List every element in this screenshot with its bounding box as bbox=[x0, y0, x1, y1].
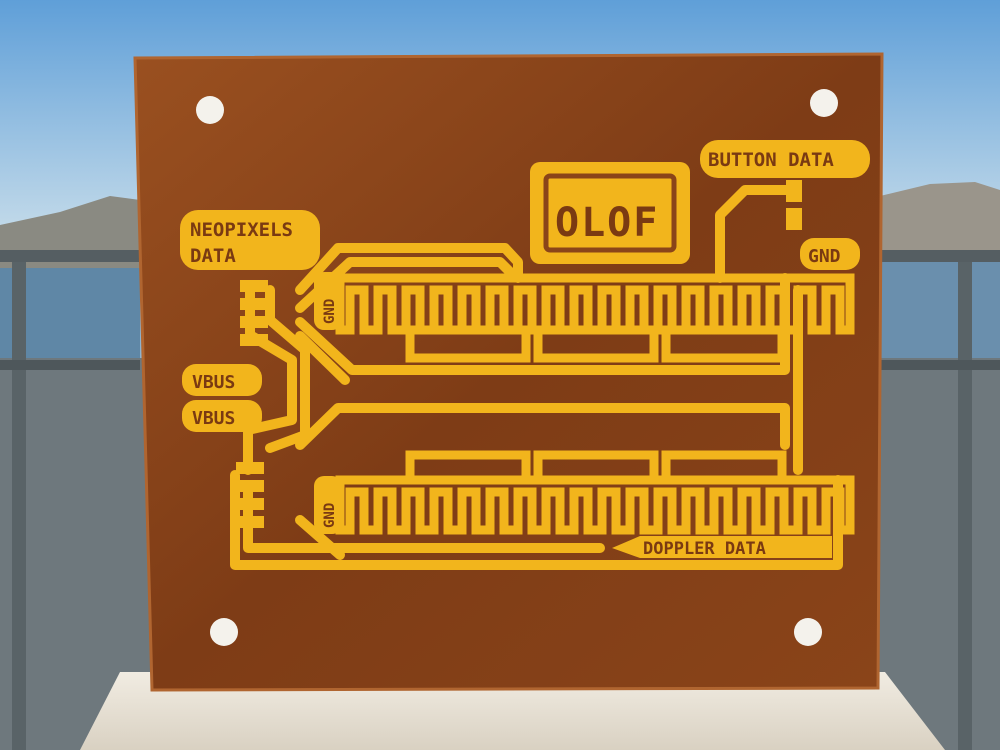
water-right bbox=[880, 262, 1000, 360]
board-stand bbox=[80, 672, 945, 750]
logo-block bbox=[530, 162, 690, 264]
railing-post-right bbox=[958, 262, 972, 750]
label-neopixels-line1: NEOPIXELS bbox=[190, 219, 293, 241]
railing-rail-left bbox=[0, 360, 140, 370]
label-doppler-data: DOPPLER DATA bbox=[643, 539, 766, 559]
upper-pad-comb bbox=[335, 273, 855, 363]
label-neopixels-line2: DATA bbox=[190, 245, 236, 267]
railing-rail-right bbox=[880, 360, 1000, 370]
mounting-hole-tl bbox=[196, 96, 224, 124]
connector-pads bbox=[236, 180, 802, 528]
railing-post-left bbox=[12, 262, 26, 750]
mounting-hole-br bbox=[794, 618, 822, 646]
label-vbus-2: VBUS bbox=[192, 408, 235, 429]
label-pads bbox=[180, 140, 870, 558]
railing-top-left bbox=[0, 250, 140, 262]
mounting-hole-tr bbox=[810, 89, 838, 117]
logo-text: OLOF bbox=[555, 200, 659, 246]
label-button-data: BUTTON DATA bbox=[708, 149, 834, 171]
label-gnd-top: GND bbox=[322, 299, 338, 324]
label-vbus-1: VBUS bbox=[192, 372, 235, 393]
label-gnd-bottom: GND bbox=[322, 503, 338, 528]
label-gnd-right: GND bbox=[808, 246, 841, 267]
railing-top-right bbox=[880, 250, 1000, 262]
lower-pad-comb bbox=[335, 450, 855, 535]
mounting-hole-bl bbox=[210, 618, 238, 646]
right-mountains bbox=[880, 182, 1000, 262]
